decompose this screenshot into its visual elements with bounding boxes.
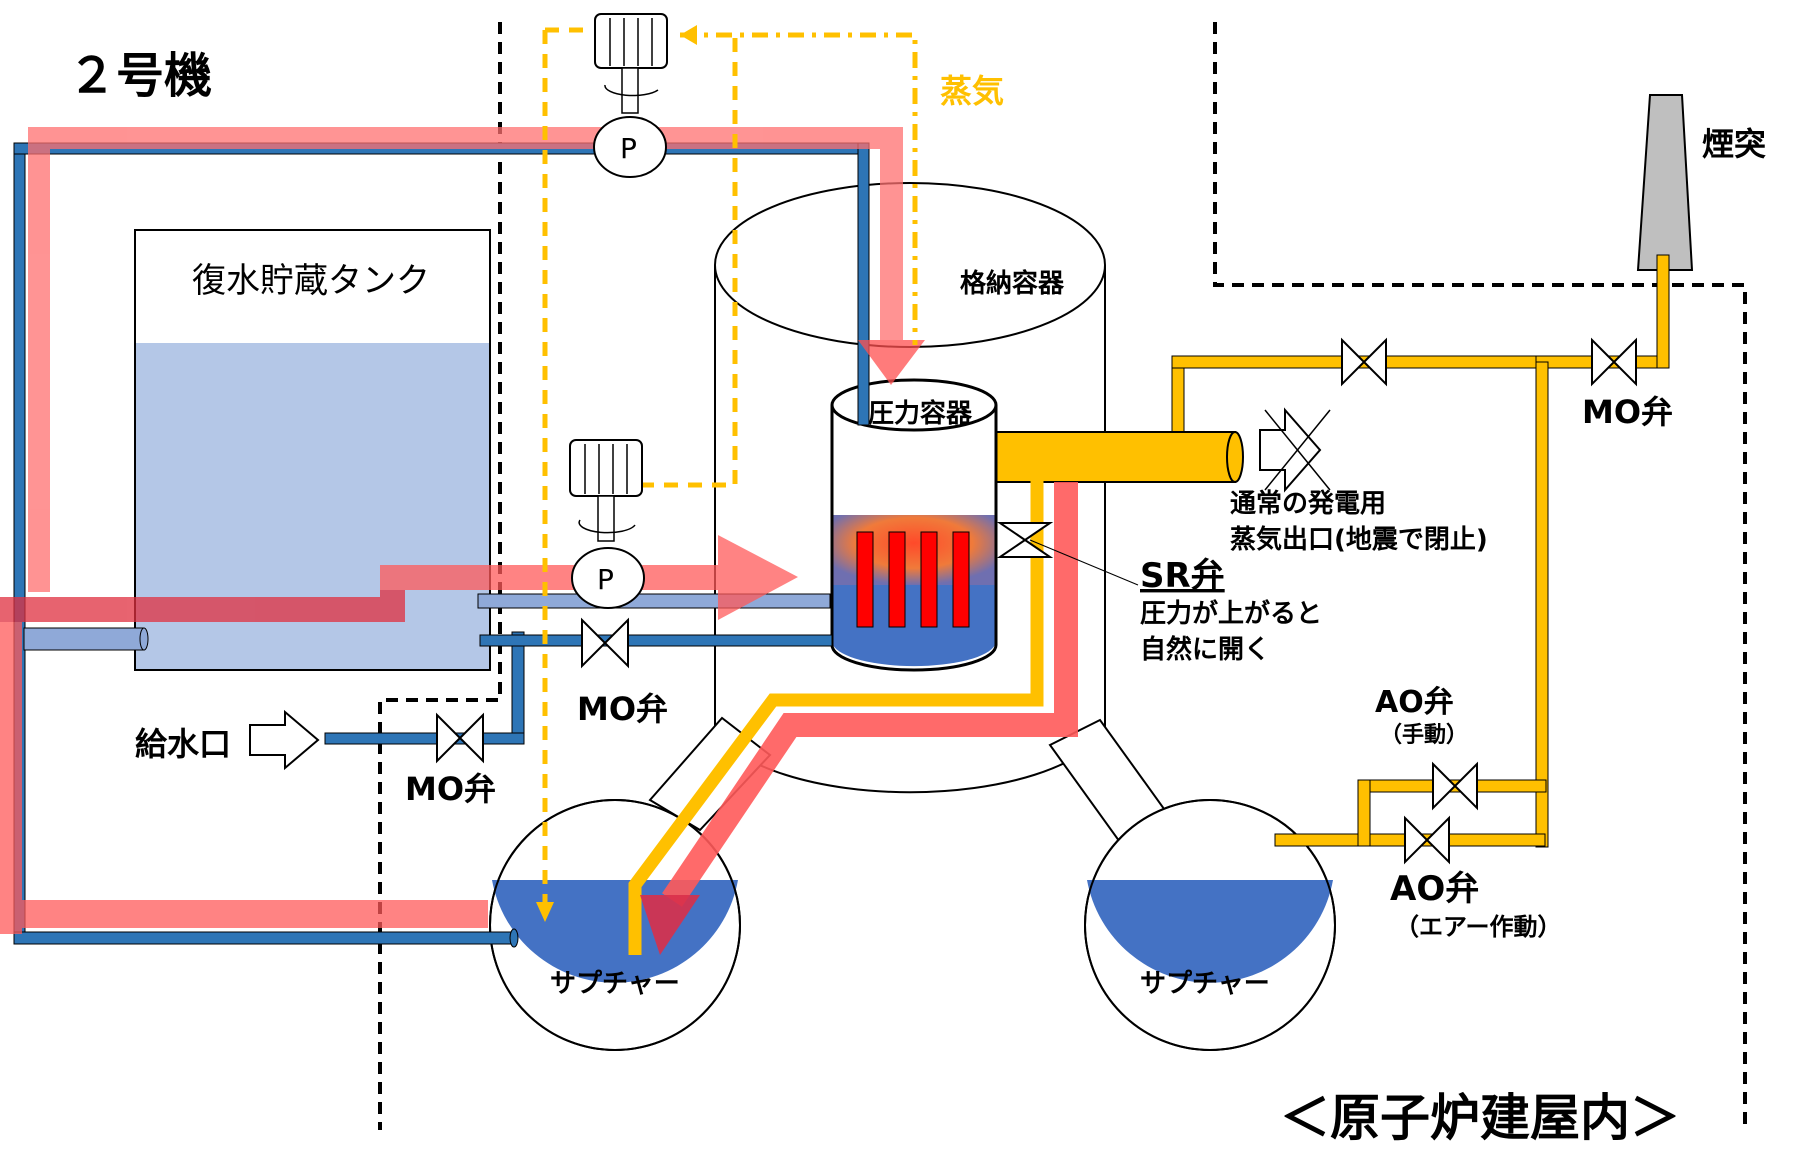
normal-outlet-label-2: 蒸気出口(地震で閉止) bbox=[1230, 524, 1488, 555]
fuel-rods bbox=[856, 531, 970, 628]
water-inlet-arrow bbox=[249, 709, 320, 771]
injection-flow-arrows bbox=[0, 127, 925, 934]
water-inlet-label: 給水口 bbox=[135, 725, 231, 763]
suppression-chamber-right bbox=[1084, 799, 1336, 1051]
page-title: ２号機 bbox=[68, 48, 212, 104]
stack bbox=[1636, 94, 1694, 271]
motor-operated-valve-vent bbox=[1341, 337, 1387, 387]
containment-label: 格納容器 bbox=[960, 268, 1065, 299]
main-steam-pipe bbox=[976, 431, 1244, 483]
condensate-storage-tank bbox=[134, 229, 491, 671]
steam-label: 蒸気 bbox=[940, 72, 1004, 110]
sr-discharge-flow-arrow bbox=[662, 482, 1078, 907]
storage-tank-label: 復水貯蔵タンク bbox=[192, 261, 430, 301]
ao-valve-manual-label: AO弁 bbox=[1375, 685, 1454, 720]
mo-valve-inlet-label: MO弁 bbox=[405, 770, 496, 808]
air-operated-valve-air bbox=[1404, 815, 1450, 865]
suppression-chamber-left bbox=[489, 799, 741, 1051]
motor-operated-valve-stack bbox=[1591, 337, 1637, 387]
sr-note-1: 圧力が上がると bbox=[1140, 598, 1322, 629]
ao-valve-air-label: AO弁 bbox=[1390, 869, 1479, 909]
reactor-building-boundary-right bbox=[1213, 22, 1747, 1130]
stack-label: 煙突 bbox=[1702, 125, 1766, 163]
pump-suction-pipe bbox=[477, 593, 831, 609]
air-operated-valve-manual bbox=[1432, 761, 1478, 811]
ao-valve-manual-sub: （手動） bbox=[1380, 723, 1468, 748]
pump-label-top: P bbox=[620, 132, 637, 165]
sr-discharge-arrowhead bbox=[640, 895, 700, 955]
suppression-left-label: サプチャー bbox=[550, 969, 680, 999]
steam-turbine-dashed-lines bbox=[542, 27, 918, 905]
reactor-building-label: ＜原子炉建屋内＞ bbox=[1280, 1089, 1680, 1147]
sr-valve bbox=[996, 522, 1139, 586]
mo-valve-center-label: MO弁 bbox=[577, 690, 668, 728]
motor-operated-valve-inlet bbox=[436, 712, 484, 764]
turbine-top bbox=[593, 13, 668, 178]
suppression-right-label: サプチャー bbox=[1140, 969, 1270, 999]
sr-note-2: 自然に開く bbox=[1140, 634, 1270, 665]
closed-outlet-arrow bbox=[1259, 407, 1331, 493]
sr-valve-label: SR弁 bbox=[1140, 556, 1225, 596]
turbine-bottom bbox=[569, 439, 645, 609]
normal-outlet-label-1: 通常の発電用 bbox=[1230, 489, 1386, 519]
pressure-vessel-label: 圧力容器 bbox=[868, 398, 973, 429]
motor-operated-valve-center bbox=[581, 617, 629, 669]
tank-outlet-pipe bbox=[23, 627, 145, 651]
ao-valve-air-sub: （エアー作動） bbox=[1395, 913, 1562, 941]
steam-arrowhead-bottom bbox=[536, 902, 554, 922]
sr-discharge-steam-line bbox=[628, 480, 1044, 955]
pump-label-bottom: P bbox=[597, 563, 614, 596]
mo-valve-stack-label: MO弁 bbox=[1582, 393, 1673, 431]
steam-arrowhead-top bbox=[680, 25, 697, 45]
